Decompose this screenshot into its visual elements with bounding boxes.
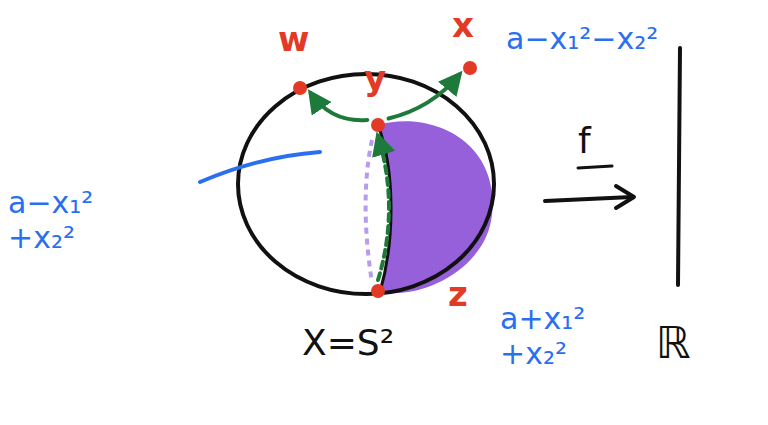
leader-line (200, 152, 320, 182)
map-arrowhead (616, 186, 634, 208)
point-node: z (370, 283, 386, 299)
point-label: x (452, 8, 474, 42)
point-dot (462, 60, 478, 76)
point-dot (292, 80, 308, 96)
real-line (678, 48, 680, 285)
space-label: X=S² (302, 322, 394, 363)
point-node: x (462, 60, 478, 76)
target-label: ℝ (656, 318, 691, 369)
point-dot (370, 283, 386, 299)
map-arrow (545, 197, 632, 201)
function-label: a+x₁² +x₂² (500, 302, 635, 371)
point-label: w (278, 22, 309, 56)
f-underline (578, 166, 612, 168)
path-arrow (378, 136, 389, 280)
function-label: a−x₁² +x₂² (8, 186, 143, 255)
point-label: z (448, 277, 468, 311)
path-arrow (311, 93, 368, 120)
purple-dashes (366, 140, 372, 282)
point-dot (370, 117, 386, 133)
purple-region (378, 121, 493, 293)
point-node: y (370, 117, 386, 133)
point-node: w (292, 80, 308, 96)
point-label: y (364, 61, 386, 95)
meridian-curve (378, 125, 391, 292)
function-label: a−x₁²−x₂² (506, 22, 658, 57)
path-arrow (389, 75, 460, 119)
map-name: f (578, 120, 591, 161)
sphere-outline (238, 74, 494, 294)
